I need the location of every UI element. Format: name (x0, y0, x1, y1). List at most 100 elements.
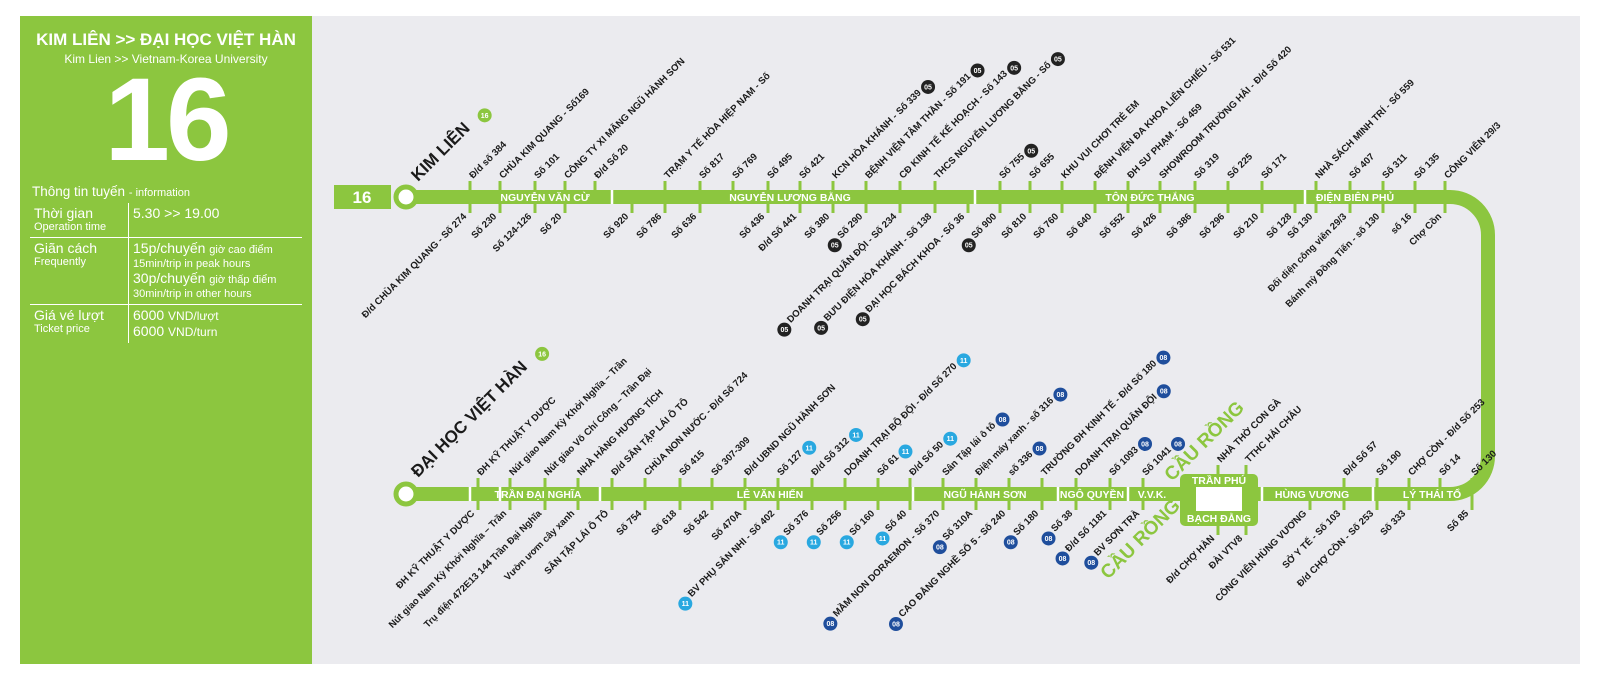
stop-label[interactable]: Số 436 (737, 211, 767, 241)
stop-label[interactable]: Số 786 (634, 211, 664, 241)
stop-label[interactable]: Số 542 (681, 508, 711, 538)
stop-label[interactable]: SỞ Y TẾ - Số 103 (1280, 508, 1343, 571)
stop-label[interactable]: Số 552 (1097, 211, 1127, 241)
street-name: LÝ THÁI TỔ (1403, 488, 1461, 501)
connecting-route-number: 08 (1056, 392, 1064, 399)
operation-time: 5.30 >> 19.00 (133, 205, 220, 221)
connecting-route-badge (1024, 143, 1039, 158)
price-en: 6000 (133, 323, 165, 339)
stop-label[interactable]: Số 171 (1259, 151, 1289, 181)
connecting-route-number: 05 (780, 327, 788, 334)
stop-label[interactable]: CÔNG TY XI MĂNG NGŨ HÀNH SƠN (562, 55, 688, 181)
connecting-route-number: 08 (1045, 536, 1053, 543)
stop-label[interactable]: CÔNG VIÊN 29/3 (1442, 119, 1504, 181)
stop-label[interactable]: Số 817 (697, 151, 727, 181)
connecting-route-number: 11 (852, 432, 860, 439)
stop-label[interactable]: Số 290 (835, 211, 865, 241)
offpeak-frequency: 30p/chuyến (133, 270, 206, 286)
stop-label[interactable]: Số 755 (997, 151, 1027, 181)
stop-label[interactable]: Số 754 (614, 508, 644, 538)
connecting-route-number: 08 (1174, 441, 1182, 448)
stop-label[interactable]: Số 40 (883, 508, 909, 534)
label: Giá vé lượt (34, 307, 104, 323)
stop-label[interactable]: Số 900 (969, 211, 999, 241)
stop-label[interactable]: Số 636 (669, 211, 699, 241)
stop-label[interactable]: số 336 (1006, 449, 1035, 478)
connecting-route-number: 11 (682, 601, 690, 608)
stop-label[interactable]: Đ/d Số 50 (907, 439, 946, 478)
connecting-route-number: 05 (1054, 57, 1062, 64)
stop-label[interactable]: Số 160 (847, 508, 877, 538)
stop-label[interactable]: Số 618 (649, 508, 679, 538)
start-terminal-label: KIM LIÊN (407, 119, 473, 185)
connecting-route-number: 08 (1160, 389, 1168, 396)
stop-label[interactable]: SÂN TẬP LÁI Ô TÔ (542, 507, 612, 577)
stop-label[interactable]: Số 135 (1412, 151, 1442, 181)
stop-label[interactable]: số 16 (1389, 211, 1414, 236)
connecting-route-badge (827, 238, 842, 253)
stop-label[interactable]: Số 127 (775, 448, 805, 478)
connecting-route-number: 11 (902, 449, 910, 456)
connecting-route-number: 05 (831, 243, 839, 250)
stop-label[interactable]: Số 386 (1164, 211, 1194, 241)
stop-label[interactable]: Số 85 (1445, 508, 1471, 534)
stop-label[interactable]: Số 38 (1049, 508, 1075, 534)
stop-label[interactable]: Số 640 (1064, 211, 1094, 241)
stop-label[interactable]: Số 407 (1347, 151, 1377, 181)
stop-label[interactable]: Số 495 (765, 151, 795, 181)
stop-label[interactable]: Đ/d CHỢ HÀN (1164, 533, 1218, 587)
price-unit-en: VND/turn (168, 325, 218, 339)
stop-label[interactable]: Số 101 (532, 151, 562, 181)
stop-label[interactable]: Số 61 (875, 452, 901, 478)
stop-label[interactable]: Nút giao Nam Kỳ Khởi Nghĩa – Trần (387, 508, 509, 630)
stop-label[interactable]: Số 333 (1378, 508, 1408, 538)
connecting-route-number: 05 (859, 317, 867, 324)
connecting-route-badge (943, 431, 958, 446)
connecting-route-number: 05 (1010, 65, 1018, 72)
street-name: NGUYỄN LƯƠNG BẰNG (729, 191, 851, 204)
stop-label[interactable]: Số 415 (677, 448, 707, 478)
connecting-route-badge (961, 238, 976, 253)
connecting-route-badge (921, 79, 936, 94)
stop-label[interactable]: Số 210 (1231, 211, 1261, 241)
stop-label[interactable]: Số 225 (1225, 151, 1255, 181)
stop-label[interactable]: Số 920 (601, 211, 631, 241)
stop-label[interactable]: Số 421 (797, 151, 827, 181)
stop-label[interactable]: Số 810 (999, 211, 1029, 241)
stop-label[interactable]: Số 20 (538, 211, 564, 237)
stop-label[interactable]: Số 230 (469, 211, 499, 241)
connecting-route-number: 05 (924, 84, 932, 91)
stop-label[interactable]: Đ/d CHÙA KIM QUANG - Số 274 (359, 210, 469, 320)
route-number-box-label: 16 (353, 188, 372, 207)
stop-label[interactable]: Số 319 (1192, 151, 1222, 181)
stop-label[interactable]: Số 311 (1380, 151, 1410, 181)
stop-label[interactable]: Số 256 (814, 508, 844, 538)
stop-label[interactable]: Chợ Cồn (1407, 211, 1444, 248)
connecting-route-badge (995, 412, 1010, 427)
stop-label[interactable]: Số 769 (730, 151, 760, 181)
stop-label[interactable]: Số 380 (802, 211, 832, 241)
stop-label[interactable]: Số 190 (1374, 448, 1404, 478)
end-terminal-label: ĐẠI HỌC VIỆT HÀN (407, 357, 531, 481)
connecting-route-badge (773, 535, 788, 550)
end-terminal-badge-label: 16 (538, 351, 546, 358)
connecting-route-badge (823, 616, 838, 631)
connecting-route-badge (1050, 52, 1065, 67)
stop-label[interactable]: Số 180 (1011, 508, 1041, 538)
connecting-route-badge (932, 540, 947, 555)
stop-label[interactable]: Số 376 (781, 508, 811, 538)
connecting-route-number: 08 (1059, 556, 1067, 563)
connecting-route-badge (1032, 441, 1047, 456)
stop-label[interactable]: Số 426 (1129, 211, 1159, 241)
stop-label[interactable]: Số 1093 (1107, 445, 1140, 478)
stop-label[interactable]: Số 14 (1437, 452, 1463, 478)
route-map-background (312, 16, 1580, 664)
stop-label[interactable]: Số 760 (1031, 211, 1061, 241)
peak-frequency: 15p/chuyến (133, 240, 206, 256)
street-name: BẠCH ĐẰNG (1187, 512, 1251, 525)
end-terminal-marker (393, 481, 419, 507)
stop-label[interactable]: Đ/d Số 57 (1341, 439, 1380, 478)
stop-label[interactable]: Số 296 (1197, 211, 1227, 241)
